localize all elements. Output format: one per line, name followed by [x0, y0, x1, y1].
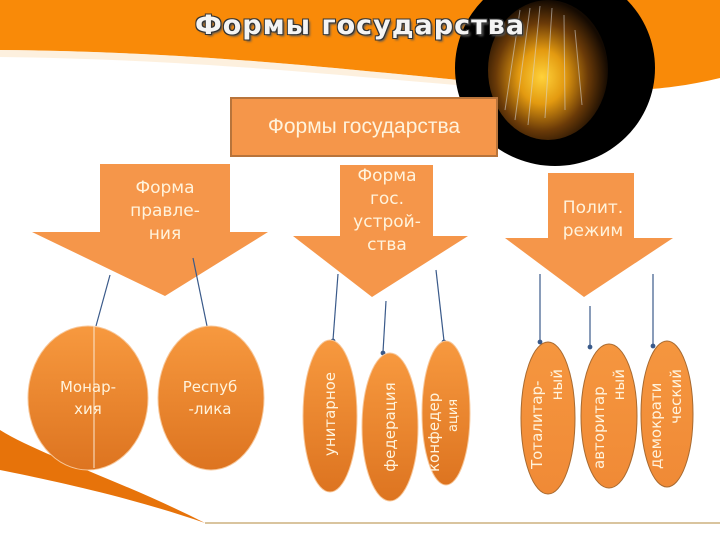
oval-label-confederation: конфедер ация: [424, 352, 468, 472]
oval-label-authoritarian: авторитар ный: [589, 359, 633, 469]
arrow-label-political-regime: Полит. режим: [545, 197, 641, 243]
label-line: -лика: [188, 400, 232, 418]
oval-federation: [361, 352, 419, 502]
oval-authoritarian: [580, 343, 638, 489]
oval-label-democratic: демократи ческий: [646, 359, 690, 469]
label-line: Форма: [357, 166, 417, 186]
label-line: Тоталитар-: [528, 380, 546, 469]
oval-unitary: [302, 339, 358, 493]
label-line: Респуб: [182, 378, 238, 396]
label-line: конфедер: [425, 392, 443, 472]
label-line: ческий: [667, 369, 685, 424]
oval-republic: [157, 325, 265, 471]
label-line: Форма: [135, 178, 195, 198]
oval-label-totalitarian: Тоталитар- ный: [527, 359, 571, 469]
label-line: ства: [367, 235, 407, 255]
arrow-form-of-state-structure: [293, 165, 468, 297]
root-box-label: Формы государства: [267, 115, 461, 138]
arrow-form-of-government: [32, 164, 268, 296]
label-line: Полит.: [562, 198, 624, 218]
label-line: авторитар: [590, 386, 608, 469]
label-line: ный: [548, 369, 566, 401]
label-line: режим: [562, 221, 624, 241]
oval-monarchy: [27, 325, 149, 471]
oval-totalitarian: [520, 341, 576, 495]
oval-democratic: [640, 340, 694, 488]
label-line: гос.: [369, 189, 405, 209]
label-line: правле-: [130, 201, 200, 221]
oval-label-republic: Респуб -лика: [160, 376, 260, 420]
oval-label-federation: федерация: [370, 367, 410, 487]
label-line: демократи: [647, 382, 665, 469]
root-box-forms-of-state: Формы государства: [230, 97, 498, 157]
slide-title: Формы государства: [194, 10, 526, 41]
label-line: Монар-: [59, 378, 117, 396]
label-line: устрой-: [353, 212, 421, 232]
label-line: хия: [74, 400, 102, 418]
label-line: федерация: [381, 382, 399, 472]
arrow-political-regime: [505, 173, 673, 297]
oval-label-unitary: унитарное: [310, 354, 350, 474]
arrow-label-form-of-state-structure: Форма гос. устрой- ства: [337, 165, 437, 257]
label-line: ация: [446, 398, 461, 432]
label-line: ный: [610, 369, 628, 401]
oval-confederation: [421, 340, 471, 486]
label-line: ния: [148, 224, 182, 244]
oval-label-monarchy: Монар- хия: [40, 376, 136, 420]
arrow-label-form-of-government: Форма правле- ния: [100, 177, 230, 246]
bottom-swoosh: [0, 430, 205, 523]
label-line: унитарное: [321, 371, 339, 457]
